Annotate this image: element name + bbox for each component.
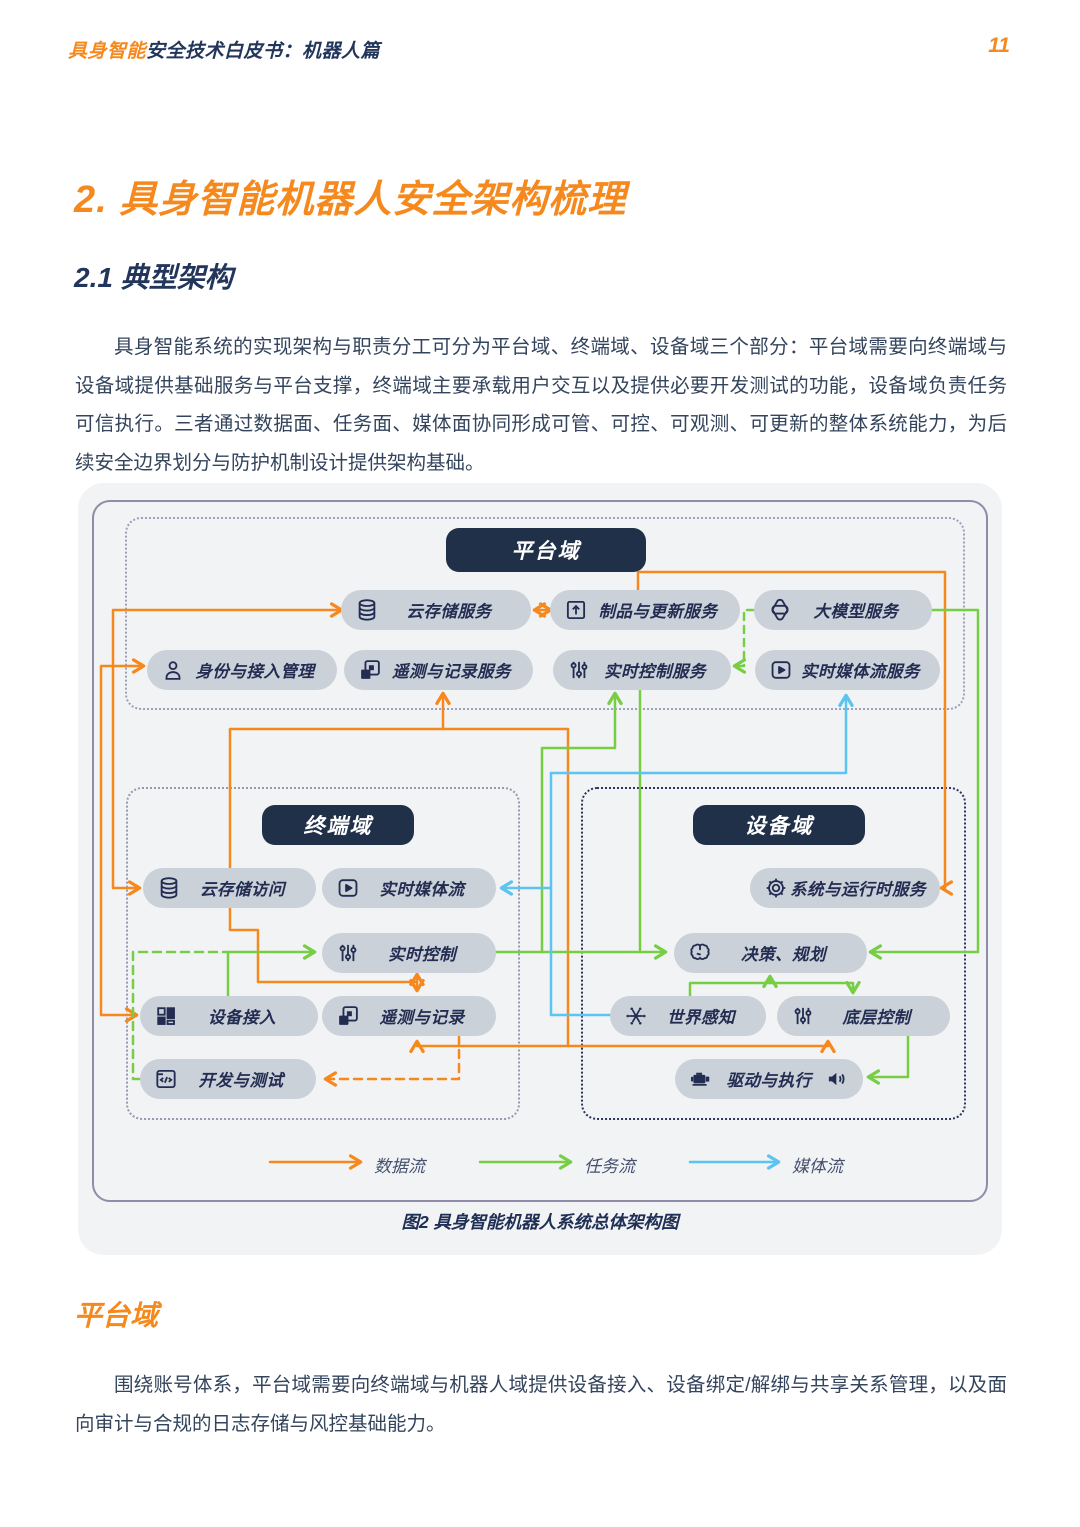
node-drive-execution: 驱动与执行 xyxy=(675,1059,863,1099)
node-label: 开发与测试 xyxy=(198,1072,284,1090)
header-accent-text: 具身智能 xyxy=(68,41,147,62)
node-llm-service: 大模型服务 xyxy=(754,590,932,630)
node-label: 世界感知 xyxy=(667,1009,735,1027)
page-number: 11 xyxy=(988,34,1010,57)
node-device-access: 设备接入 xyxy=(140,996,318,1036)
openai-logo-icon xyxy=(767,597,793,623)
node-cloud-storage-access: 云存储访问 xyxy=(143,868,316,908)
terminal-domain-label: 终端域 xyxy=(262,805,414,845)
code-terminal-icon xyxy=(153,1066,179,1092)
node-cloud-storage-service: 云存储服务 xyxy=(341,590,531,630)
node-label: 遥测与记录服务 xyxy=(392,663,511,681)
node-label: 实时控制 xyxy=(388,946,456,964)
brain-icon xyxy=(687,940,713,966)
legend-media-flow-label: 媒体流 xyxy=(792,1157,843,1176)
blocks-icon xyxy=(153,1003,179,1029)
node-artifact-update-service: 制品与更新服务 xyxy=(550,590,740,630)
legend-data-flow-label: 数据流 xyxy=(374,1157,425,1176)
header-rest-text: 安全技术白皮书：机器人篇 xyxy=(146,41,381,62)
node-label: 云存储访问 xyxy=(200,881,285,899)
sliders-icon xyxy=(335,940,361,966)
node-label: 云存储服务 xyxy=(406,603,492,621)
node-realtime-control-service: 实时控制服务 xyxy=(553,650,731,690)
database-icon xyxy=(156,875,182,901)
speaker-icon xyxy=(824,1066,850,1092)
node-label: 身份与接入管理 xyxy=(195,663,315,681)
node-identity-access: 身份与接入管理 xyxy=(147,650,337,690)
node-realtime-control: 实时控制 xyxy=(322,933,496,973)
node-world-perception: 世界感知 xyxy=(610,996,766,1036)
upload-icon xyxy=(563,597,589,623)
node-label: 制品与更新服务 xyxy=(598,603,718,621)
user-icon xyxy=(160,657,186,683)
chapter-title: 2. 具身智能机器人安全架构梳理 xyxy=(74,179,627,221)
legend-task-flow-label: 任务流 xyxy=(584,1157,635,1176)
sliders-icon xyxy=(790,1003,816,1029)
platform-domain-box xyxy=(125,517,965,710)
node-label: 实时媒体流服务 xyxy=(801,663,920,681)
figure-caption: 图2 具身智能机器人系统总体架构图 xyxy=(401,1212,679,1232)
media-play-icon xyxy=(768,657,794,683)
node-label: 设备接入 xyxy=(208,1009,276,1027)
platform-domain-label: 平台域 xyxy=(446,528,646,572)
architecture-figure: 平台域 终端域 设备域 云存储服务 制品与更新服务 大模型服务 身份与接入管理 … xyxy=(78,483,1002,1255)
gear-icon xyxy=(763,875,789,901)
node-realtime-media: 实时媒体流 xyxy=(322,868,496,908)
section-title: 2.1 典型架构 xyxy=(74,262,233,293)
platform-paragraph: 围绕账号体系，平台域需要向终端域与机器人域提供设备接入、设备绑定/解绑与共享关系… xyxy=(75,1374,1007,1435)
node-label: 遥测与记录 xyxy=(379,1009,465,1027)
motor-icon xyxy=(688,1066,714,1092)
node-decision-planning: 决策、规划 xyxy=(674,933,867,973)
intro-paragraph: 具身智能系统的实现架构与职责分工可分为平台域、终端域、设备域三个部分：平台域需要… xyxy=(75,336,1007,474)
database-icon xyxy=(354,597,380,623)
sensor-hub-icon xyxy=(623,1003,649,1029)
device-domain-box xyxy=(581,787,966,1120)
node-telemetry-log-service: 遥测与记录服务 xyxy=(344,650,533,690)
node-realtime-media-service: 实时媒体流服务 xyxy=(755,650,940,690)
figure-inner-frame xyxy=(92,500,988,1202)
telemetry-copy-icon xyxy=(357,657,383,683)
telemetry-copy-icon xyxy=(335,1003,361,1029)
node-low-level-control: 底层控制 xyxy=(777,996,950,1036)
node-label: 底层控制 xyxy=(842,1009,911,1027)
node-label: 驱动与执行 xyxy=(726,1072,812,1090)
node-label: 大模型服务 xyxy=(813,603,899,621)
document-header: 具身智能安全技术白皮书：机器人篇 xyxy=(68,36,380,63)
media-play-icon xyxy=(335,875,361,901)
sliders-icon xyxy=(566,657,592,683)
node-label: 决策、规划 xyxy=(741,946,826,964)
node-label: 实时控制服务 xyxy=(604,663,706,681)
flow-lines xyxy=(99,570,980,1170)
node-system-runtime: 系统与运行时服务 xyxy=(750,868,940,908)
node-label: 实时媒体流 xyxy=(379,881,465,899)
node-label: 系统与运行时服务 xyxy=(790,881,926,899)
subsection-heading-platform: 平台域 xyxy=(74,1300,159,1331)
device-domain-label: 设备域 xyxy=(693,805,865,845)
node-dev-test: 开发与测试 xyxy=(140,1059,316,1099)
node-telemetry-log: 遥测与记录 xyxy=(322,996,496,1036)
